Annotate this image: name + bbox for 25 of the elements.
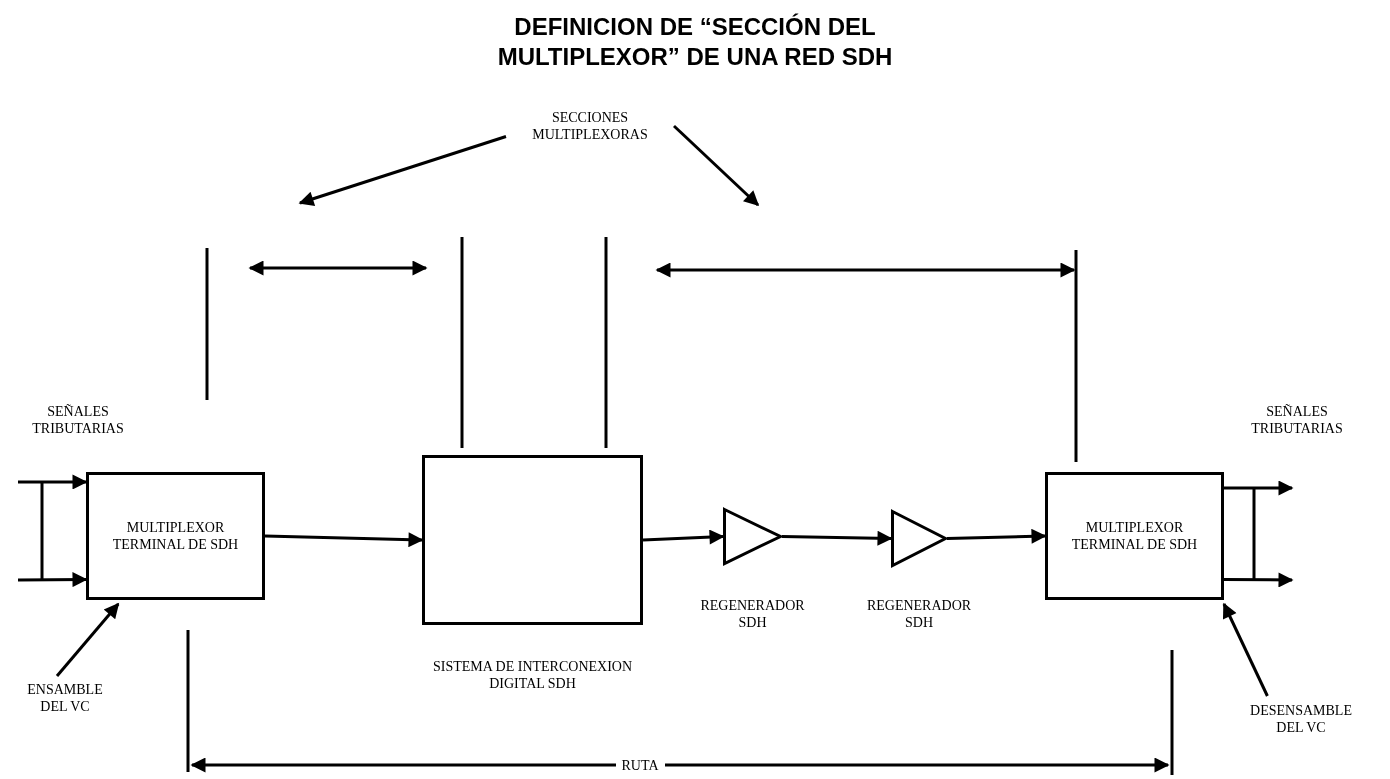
multiplexer-box bbox=[86, 472, 265, 600]
signal-label: SEÑALES TRIBUTARIAS bbox=[31, 403, 125, 437]
arrow bbox=[298, 135, 507, 206]
arrow bbox=[55, 602, 120, 677]
node-label: MULTIPLEXOR TERMINAL DE SDH bbox=[1070, 519, 1199, 553]
arrow bbox=[1222, 602, 1269, 697]
arrow bbox=[1224, 572, 1294, 588]
annotation-text: ENSAMBLE DEL VC bbox=[15, 678, 115, 718]
arrow bbox=[642, 529, 725, 545]
arrow bbox=[672, 124, 760, 207]
node-label: SISTEMA DE INTERCONEXION DIGITAL SDH bbox=[432, 658, 633, 692]
multiplexer-box bbox=[1045, 472, 1224, 600]
arrow bbox=[264, 532, 424, 548]
section-heading: SECCIONES MULTIPLEXORAS bbox=[510, 105, 670, 147]
node-label: REGENERADOR SDH bbox=[699, 597, 806, 631]
arrow bbox=[18, 474, 88, 490]
arrow bbox=[946, 528, 1047, 544]
node-label: MULTIPLEXOR TERMINAL DE SDH bbox=[111, 519, 240, 553]
arrow bbox=[781, 530, 893, 546]
arrow bbox=[1224, 480, 1294, 496]
signal-label: SEÑALES TRIBUTARIAS bbox=[1250, 403, 1344, 437]
arrow bbox=[18, 572, 88, 588]
node-label: REGENERADOR SDH bbox=[865, 597, 973, 631]
diagram-title: DEFINICION DE “SECCIÓN DEL MULTIPLEXOR” DE UNA RED SDH bbox=[496, 12, 894, 72]
annotation-text: DESENSAMBLE DEL VC bbox=[1245, 698, 1357, 740]
